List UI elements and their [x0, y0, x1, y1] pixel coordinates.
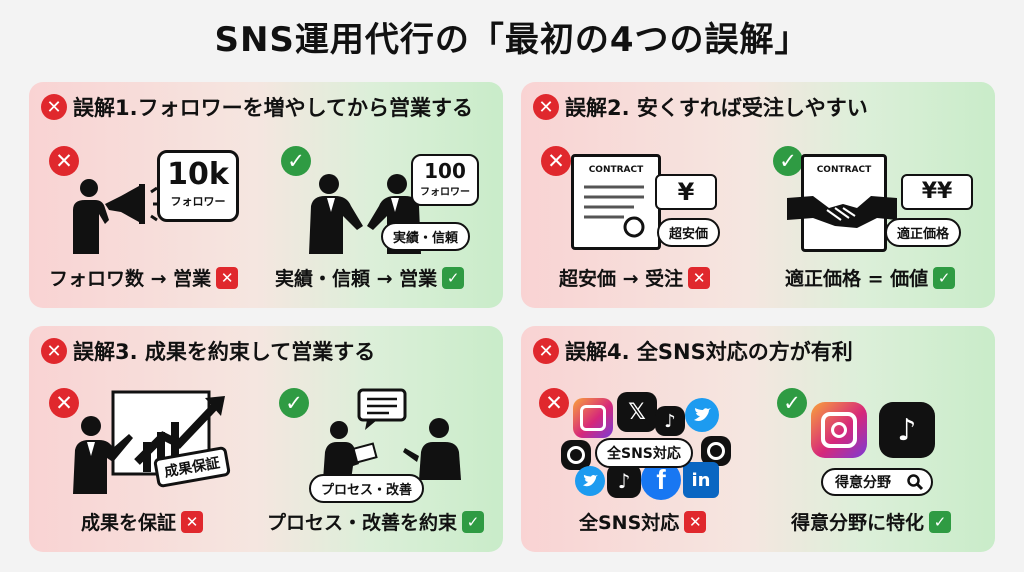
caption-text: 成果を保証	[81, 512, 177, 534]
specialty-search-box: 得意分野	[821, 468, 933, 496]
wrong-icon: ✕	[533, 94, 559, 120]
fair-price-badge: 適正価格	[885, 218, 962, 247]
wrong-icon: ✕	[684, 510, 707, 533]
all-sns-badge: 全SNS対応	[595, 438, 693, 468]
price-tag: ¥	[655, 174, 717, 210]
wrong-icon: ✕	[181, 510, 204, 533]
process-improvement-badge: プロセス・改善	[309, 474, 425, 503]
check-icon: ✓	[933, 266, 956, 289]
panel-caption-right: 適正価格 = 価値 ✓	[785, 264, 956, 291]
contract-label: CONTRACT	[588, 165, 644, 175]
follower-count-value: 100	[424, 159, 466, 183]
panel-caption-right: 実績・信頼 → 営業 ✓	[275, 264, 465, 291]
caption-text: 実績・信頼 → 営業	[275, 268, 438, 290]
price-tag: ¥¥	[901, 174, 973, 210]
caption-text: プロセス・改善を約束	[267, 512, 458, 534]
check-icon: ✓	[281, 146, 311, 176]
follower-count-label: フォロワー	[170, 195, 226, 208]
panel-heading-text: 誤解1.フォロワーを増やしてから営業する	[73, 96, 473, 120]
check-icon: ✓	[929, 510, 952, 533]
misconception-panel-4: ✕ 誤解4. 全SNS対応の方が有利 ✕ 𝕏 ♪ ♪ f in 全SNS対応 全…	[521, 326, 995, 552]
wrong-icon: ✕	[41, 94, 67, 120]
check-icon: ✓	[442, 266, 465, 289]
caption-text: 超安価 → 受注	[559, 268, 684, 290]
caption-text: 全SNS対応	[579, 512, 680, 534]
wrong-icon: ✕	[541, 146, 571, 176]
panel-heading: ✕ 誤解3. 成果を約束して営業する	[41, 336, 375, 366]
megaphone-person-icon	[73, 179, 159, 254]
wrong-icon: ✕	[41, 338, 67, 364]
search-icon	[907, 474, 924, 491]
panel-heading-text: 誤解4. 全SNS対応の方が有利	[565, 340, 853, 364]
track-record-badge: 実績・信頼	[381, 222, 471, 251]
wrong-icon: ✕	[688, 266, 711, 289]
handshake-icon	[787, 196, 897, 228]
linkedin-icon: in	[683, 462, 719, 498]
check-icon: ✓	[773, 146, 803, 176]
check-icon: ✓	[777, 388, 807, 418]
wrong-icon: ✕	[533, 338, 559, 364]
panel-heading-text: 誤解3. 成果を約束して営業する	[73, 340, 376, 364]
misconception-panel-3: ✕ 誤解3. 成果を約束して営業する ✕ 成果保証 成果を保証 ✕ ✓ プロセス…	[29, 326, 503, 552]
presenter-person-icon	[73, 416, 133, 494]
panel-heading: ✕ 誤解2. 安くすれば受注しやすい	[533, 92, 868, 122]
caption-text: フォロワ数 → 営業	[49, 268, 212, 290]
panel-heading: ✕ 誤解4. 全SNS対応の方が有利	[533, 336, 853, 366]
tiktok-icon: ♪	[879, 402, 935, 458]
panel-caption-wrong: 全SNS対応 ✕	[579, 508, 707, 535]
twitter-bird-icon	[685, 398, 719, 432]
threads-icon	[701, 436, 731, 466]
contract-document: CONTRACT	[571, 154, 661, 250]
wrong-icon: ✕	[49, 146, 79, 176]
instagram-icon	[573, 398, 613, 438]
threads-icon	[561, 440, 591, 470]
misconception-panel-2: ✕ 誤解2. 安くすれば受注しやすい ✕ CONTRACT ¥ 超安価 超安価 …	[521, 82, 995, 308]
follower-count-label: フォロワー	[420, 187, 470, 198]
caption-text: 得意分野に特化	[791, 512, 925, 534]
twitter-bird-icon	[575, 466, 605, 496]
follower-count-box: 100 フォロワー	[411, 154, 479, 206]
panel-caption-wrong: フォロワ数 → 営業 ✕	[49, 264, 239, 291]
tiktok-icon: ♪	[607, 464, 641, 498]
wrong-icon: ✕	[49, 388, 79, 418]
panel-caption-wrong: 成果を保証 ✕	[81, 508, 204, 535]
contract-label: CONTRACT	[816, 165, 872, 175]
wrong-icon: ✕	[539, 388, 569, 418]
page-title: SNS運用代行の「最初の4つの誤解」	[214, 20, 810, 60]
panel-caption-right: プロセス・改善を約束 ✓	[267, 508, 485, 535]
wrong-icon: ✕	[216, 266, 239, 289]
follower-count-box: 10k フォロワー	[157, 150, 239, 222]
panel-caption-right: 得意分野に特化 ✓	[791, 508, 952, 535]
panel-caption-wrong: 超安価 → 受注 ✕	[559, 264, 711, 291]
check-icon: ✓	[279, 388, 309, 418]
tiktok-icon: ♪	[655, 406, 685, 436]
instagram-icon	[811, 402, 867, 458]
panel-heading-text: 誤解2. 安くすれば受注しやすい	[565, 96, 868, 120]
x-logo-icon: 𝕏	[617, 392, 657, 432]
cheap-price-badge: 超安価	[657, 218, 721, 247]
discussion-people-icon	[323, 388, 461, 480]
misconception-panel-1: ✕ 誤解1.フォロワーを増やしてから営業する ✕ 10k フォロワー フォロワ数…	[29, 82, 503, 308]
caption-text: 適正価格 = 価値	[785, 268, 929, 290]
check-icon: ✓	[462, 510, 485, 533]
follower-count-value: 10k	[167, 157, 229, 192]
panel-heading: ✕ 誤解1.フォロワーを増やしてから営業する	[41, 92, 473, 122]
document-lines-icon	[584, 185, 645, 238]
specialty-search-text: 得意分野	[835, 475, 891, 491]
